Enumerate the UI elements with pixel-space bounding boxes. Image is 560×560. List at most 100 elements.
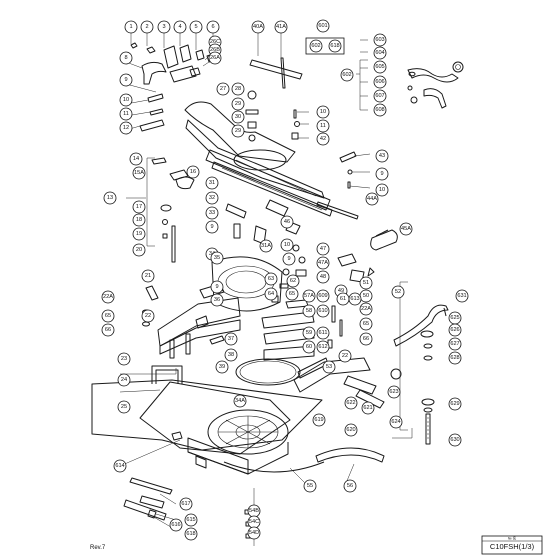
callout-number: 614 [115,463,124,469]
callout-part-54D: 54D [247,526,261,540]
callout-part-601: 601 [316,19,330,33]
callout-part-6: 6 [206,20,220,34]
callout-part-43: 43 [375,149,389,163]
callout-number: 35 [214,255,220,261]
revision-label: Rev.7 [90,545,106,551]
callout-circle [224,348,238,362]
callout-part-631: 631 [455,289,469,303]
callout-number: 24 [121,377,127,383]
callout-circle [101,323,115,337]
callout-number: 10 [379,187,385,193]
callout-circle [210,251,224,265]
callout-circle [216,82,230,96]
callout-part-12: 12 [119,121,133,135]
callout-part-623: 623 [387,385,401,399]
callout-circle [373,75,387,89]
callout-number: 31A [261,243,271,249]
callout-part-57A: 57A [302,289,316,303]
callout-number: 602 [311,43,320,49]
callout-circle [375,149,389,163]
callout-number: 601 [318,23,327,29]
callout-circle [169,518,183,532]
callout-number: 27 [220,86,226,92]
callout-part-604: 604 [373,46,387,60]
callout-circle [117,373,131,387]
callout-number: 9 [210,224,213,230]
callout-number: 61 [340,296,346,302]
callout-part-10: 10 [119,93,133,107]
callout-circle [103,191,117,205]
callout-circle [389,415,403,429]
callout-circle [359,276,373,290]
callout-circle [132,227,146,241]
callout-number: 616 [171,522,180,528]
callout-part-616: 616 [169,518,183,532]
callout-number: 23 [121,356,127,362]
callout-circle [448,323,462,337]
callout-circle [247,526,261,540]
callout-circle [251,20,265,34]
callout-part-622: 622 [344,396,358,410]
callout-circle [316,270,330,284]
callout-part-612: 612 [316,340,330,354]
callout-circle [132,200,146,214]
callout-circle [375,183,389,197]
callout-number: 49 [338,288,344,294]
callout-number: 9 [380,171,383,177]
callout-circle [184,527,198,541]
callout-part-10: 10 [375,183,389,197]
callout-number: 620 [346,427,355,433]
callout-part-53: 53 [322,360,336,374]
callout-number: 612 [318,344,327,350]
callout-part-42: 42 [316,132,330,146]
callout-circle [302,289,316,303]
callout-number: 45A [401,226,411,232]
callout-part-62: 62 [286,274,300,288]
callout-circle [101,290,115,304]
callout-circle [124,20,138,34]
callout-circle [340,68,354,82]
callout-number: 11 [320,123,326,129]
callout-circle [205,220,219,234]
callout-part-18: 18 [132,213,146,227]
callout-number: 13 [107,195,113,201]
callout-circle [373,89,387,103]
callout-circle [231,82,245,96]
callout-circle [205,191,219,205]
callout-circle [285,287,299,301]
callout-part-66: 66 [359,332,373,346]
callout-part-24: 24 [117,373,131,387]
callout-number: 9 [124,77,127,83]
callout-number: 51 [363,280,369,286]
callout-number: 17 [136,204,142,210]
callout-circle [322,360,336,374]
callout-part-22: 22 [338,349,352,363]
callout-circle [286,274,300,288]
callout-circle [373,60,387,74]
callout-circle [280,215,294,229]
callout-circle [309,39,323,53]
callout-circle [303,479,317,493]
callout-number: 65 [363,321,369,327]
callout-number: 618 [186,531,195,537]
callout-part-66: 66 [101,323,115,337]
callout-part-627: 627 [448,337,462,351]
callout-circle [343,479,357,493]
callout-number: 36 [214,297,220,303]
callout-number: 624 [391,419,400,425]
callout-number: 54C [249,519,259,525]
callout-part-11: 11 [119,107,133,121]
callout-circle [231,124,245,138]
callout-circle [361,401,375,415]
callout-number: 604 [375,50,384,56]
callout-circle [316,326,330,340]
callout-circle [359,332,373,346]
callout-number: 10 [123,97,129,103]
callout-circle [231,97,245,111]
callout-circle [399,222,413,236]
callout-number: 602 [342,72,351,78]
callout-number: 42 [320,136,326,142]
callout-part-23: 23 [117,352,131,366]
callout-number: 37 [228,336,234,342]
callout-part-628: 628 [448,351,462,365]
